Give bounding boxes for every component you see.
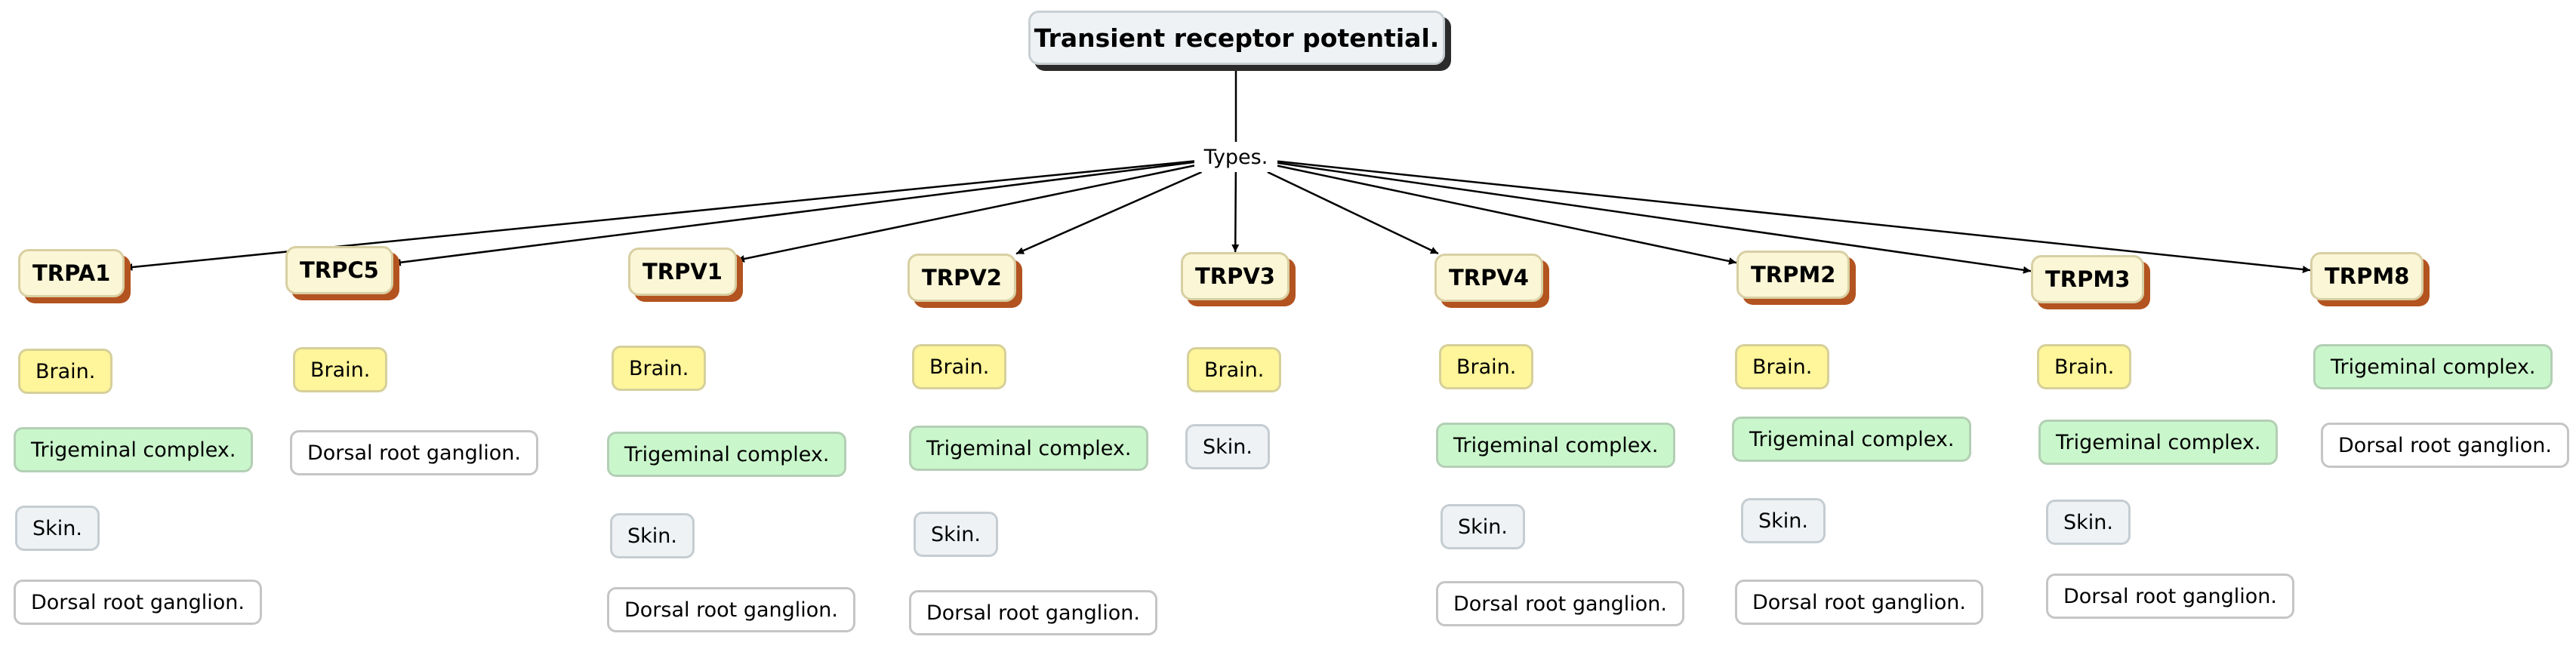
concept-trpa1[interactable]: TRPA1 xyxy=(18,249,125,297)
connector-arrow-trpm3 xyxy=(1277,161,2032,274)
location-trigeminal-complex[interactable]: Trigeminal complex. xyxy=(2313,344,2553,389)
location-trigeminal-complex[interactable]: Trigeminal complex. xyxy=(1436,423,1676,468)
location-skin[interactable]: Skin. xyxy=(15,506,100,551)
location-dorsal-root-ganglion[interactable]: Dorsal root ganglion. xyxy=(2046,574,2294,619)
connector-arrow-trpc5 xyxy=(393,161,1195,266)
location-dorsal-root-ganglion[interactable]: Dorsal root ganglion. xyxy=(2321,423,2569,468)
location-dorsal-root-ganglion[interactable]: Dorsal root ganglion. xyxy=(14,580,262,625)
concept-trpv2[interactable]: TRPV2 xyxy=(907,254,1016,302)
linking-phrase-types: Types. xyxy=(1194,142,1277,172)
location-trigeminal-complex[interactable]: Trigeminal complex. xyxy=(2038,420,2279,465)
location-trigeminal-complex[interactable]: Trigeminal complex. xyxy=(909,426,1149,471)
connector-arrow-trpv2 xyxy=(1015,171,1203,255)
location-skin[interactable]: Skin. xyxy=(1741,498,1826,543)
location-brain[interactable]: Brain. xyxy=(18,349,113,394)
location-brain[interactable]: Brain. xyxy=(1187,347,1282,392)
concept-trpv1[interactable]: TRPV1 xyxy=(628,248,737,296)
concept-trpv3[interactable]: TRPV3 xyxy=(1181,252,1290,300)
location-brain[interactable]: Brain. xyxy=(912,344,1007,389)
concept-trpm8[interactable]: TRPM8 xyxy=(2310,252,2424,300)
connector-arrow-trpv4 xyxy=(1267,171,1439,255)
connector-arrow-trpm8 xyxy=(1277,160,2311,273)
connector-arrow-trpv1 xyxy=(736,165,1195,263)
location-skin[interactable]: Skin. xyxy=(2046,500,2131,545)
location-dorsal-root-ganglion[interactable]: Dorsal root ganglion. xyxy=(607,587,855,632)
location-skin[interactable]: Skin. xyxy=(1441,504,1525,549)
location-skin[interactable]: Skin. xyxy=(1185,424,1270,469)
location-brain[interactable]: Brain. xyxy=(612,346,707,391)
location-dorsal-root-ganglion[interactable]: Dorsal root ganglion. xyxy=(1436,581,1684,626)
location-skin[interactable]: Skin. xyxy=(914,512,998,557)
location-dorsal-root-ganglion[interactable]: Dorsal root ganglion. xyxy=(290,430,538,475)
location-trigeminal-complex[interactable]: Trigeminal complex. xyxy=(607,432,847,477)
location-dorsal-root-ganglion[interactable]: Dorsal root ganglion. xyxy=(1735,580,1983,625)
connector-arrow-trpv3 xyxy=(1231,171,1240,253)
location-trigeminal-complex[interactable]: Trigeminal complex. xyxy=(1732,417,1972,462)
location-brain[interactable]: Brain. xyxy=(293,347,388,392)
location-skin[interactable]: Skin. xyxy=(610,513,695,558)
concept-trpc5[interactable]: TRPC5 xyxy=(285,246,393,294)
location-dorsal-root-ganglion[interactable]: Dorsal root ganglion. xyxy=(909,590,1157,635)
connector-arrow-trpm2 xyxy=(1277,165,1737,265)
location-brain[interactable]: Brain. xyxy=(1439,344,1534,389)
concept-trpm3[interactable]: TRPM3 xyxy=(2031,255,2145,303)
concept-trpm2[interactable]: TRPM2 xyxy=(1736,251,1850,299)
location-trigeminal-complex[interactable]: Trigeminal complex. xyxy=(14,427,254,472)
location-brain[interactable]: Brain. xyxy=(2037,344,2132,389)
location-brain[interactable]: Brain. xyxy=(1735,344,1830,389)
root-concept[interactable]: Transient receptor potential. xyxy=(1028,11,1445,65)
concept-trpv4[interactable]: TRPV4 xyxy=(1434,254,1543,302)
